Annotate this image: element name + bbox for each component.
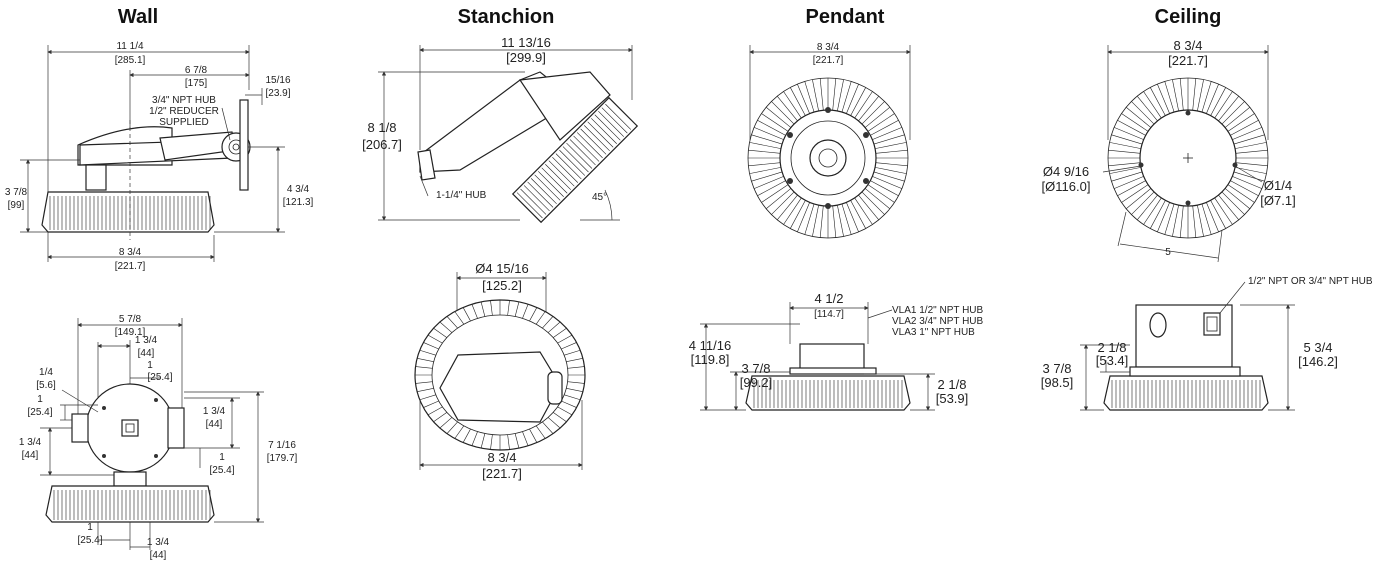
- wall2-g: 1: [87, 522, 93, 533]
- ceiling-dia1-mm: [Ø116.0]: [1042, 179, 1091, 194]
- wall-hub-offset-mm: [175]: [185, 78, 207, 89]
- ceiling-height: 5 3/4: [1304, 340, 1333, 355]
- wall2-e-mm: [44]: [206, 419, 223, 430]
- wall-base-width-mm: [221.7]: [115, 261, 146, 272]
- ceiling-height2-mm: [98.5]: [1041, 375, 1074, 390]
- wall-overall-width: 11 1/4: [116, 41, 143, 52]
- stanchion-side-view: [378, 45, 639, 224]
- wall2-g-mm: [25.4]: [77, 535, 102, 546]
- pendant-height: 4 11/16: [689, 338, 731, 353]
- wall2-f: 1: [219, 452, 225, 463]
- pendant-height3-mm: [53.9]: [936, 391, 969, 406]
- ceiling-dia2-mm: [Ø7.1]: [1260, 193, 1295, 208]
- wall2-height-mm: [179.7]: [267, 453, 298, 464]
- wall2-e: 1 3/4: [203, 406, 226, 417]
- pendant-height-mm: [119.8]: [691, 352, 730, 367]
- title-pendant: Pendant: [806, 6, 885, 28]
- pendant-height2-mm: [99.2]: [740, 375, 773, 390]
- wall2-b: 1: [147, 360, 153, 371]
- stanchion-bottom-view: [414, 272, 586, 470]
- wall-hub-height: 4 3/4: [287, 184, 310, 195]
- pendant-hub-width: 4 1/2: [815, 291, 844, 306]
- pendant-vla3: VLA3 1" NPT HUB: [892, 327, 975, 338]
- wall-overall-width-mm: [285.1]: [115, 55, 146, 66]
- ceiling-height3-mm: [53.4]: [1096, 353, 1129, 368]
- stanchion-width: 11 13/16: [501, 35, 551, 50]
- wall-plate: 15/16: [265, 75, 290, 86]
- wall-side-view: [20, 45, 285, 262]
- stanchion-base-mm: [221.7]: [482, 466, 522, 481]
- wall2-hole: 1/4: [39, 367, 53, 378]
- wall2-c: 1: [37, 394, 43, 405]
- ceiling-width: 8 3/4: [1174, 38, 1203, 53]
- wall-hub-note-2: 1/2" REDUCER: [149, 106, 219, 117]
- wall2-hole-mm: [5.6]: [36, 380, 56, 391]
- wall2-a-mm: [44]: [138, 348, 155, 359]
- wall2-a: 1 3/4: [135, 335, 158, 346]
- wall2-d: 1 3/4: [19, 437, 42, 448]
- wall-height: 3 7/8: [5, 187, 28, 198]
- ceiling-side-view: [1080, 281, 1295, 411]
- ceiling-dia1: Ø4 9/16: [1043, 164, 1089, 179]
- title-stanchion: Stanchion: [458, 6, 555, 28]
- wall2-b-mm: [25.4]: [147, 372, 172, 383]
- pendant-top-view: [747, 45, 911, 239]
- pendant-side-view: [700, 302, 935, 411]
- ceiling-hub-note: 1/2" NPT OR 3/4" NPT HUB: [1248, 276, 1373, 287]
- ceiling-spacing: 5: [1165, 247, 1171, 258]
- wall-base-width: 8 3/4: [119, 247, 142, 258]
- pendant-height3: 2 1/8: [938, 377, 967, 392]
- ceiling-height3: 2 1/8: [1098, 340, 1127, 355]
- wall2-k-mm: [44]: [150, 550, 167, 561]
- ceiling-dia2: Ø1/4: [1264, 178, 1292, 193]
- wall-hub-note-1: 3/4" NPT HUB: [152, 95, 216, 106]
- pendant-height2: 3 7/8: [742, 361, 771, 376]
- pendant-width-mm: [221.7]: [813, 55, 844, 66]
- wall2-width: 5 7/8: [119, 314, 142, 325]
- wall2-width-mm: [149.1]: [115, 327, 146, 338]
- ceiling-height-mm: [146.2]: [1298, 354, 1338, 369]
- ceiling-width-mm: [221.7]: [1168, 53, 1208, 68]
- stanchion-base: 8 3/4: [488, 450, 517, 465]
- stanchion-dia: Ø4 15/16: [475, 261, 529, 276]
- wall-hub-note-3: SUPPLIED: [159, 117, 208, 128]
- stanchion-height: 8 1/8: [368, 120, 397, 135]
- wall-height-mm: [99]: [8, 200, 25, 211]
- wall-plate-mm: [23.9]: [265, 88, 290, 99]
- stanchion-dia-mm: [125.2]: [482, 278, 522, 293]
- wall-front-view: [40, 318, 264, 550]
- wall2-k: 1 3/4: [147, 537, 170, 548]
- ceiling-height2: 3 7/8: [1043, 361, 1072, 376]
- wall-hub-height-mm: [121.3]: [283, 197, 314, 208]
- wall2-f-mm: [25.4]: [209, 465, 234, 476]
- pendant-vla2: VLA2 3/4" NPT HUB: [892, 316, 984, 327]
- stanchion-hub: 1-1/4" HUB: [436, 190, 487, 201]
- stanchion-angle: 45°: [592, 192, 607, 203]
- pendant-hub-width-mm: [114.7]: [814, 309, 844, 320]
- wall2-d-mm: [44]: [22, 450, 39, 461]
- title-ceiling: Ceiling: [1155, 6, 1222, 28]
- stanchion-height-mm: [206.7]: [362, 137, 402, 152]
- title-wall: Wall: [118, 6, 158, 28]
- pendant-vla1: VLA1 1/2" NPT HUB: [892, 305, 984, 316]
- wall2-c-mm: [25.4]: [27, 407, 52, 418]
- wall-hub-offset: 6 7/8: [185, 65, 208, 76]
- pendant-width: 8 3/4: [817, 42, 840, 53]
- ceiling-top-view: [1102, 45, 1269, 263]
- wall2-height: 7 1/16: [268, 440, 296, 451]
- stanchion-width-mm: [299.9]: [506, 50, 546, 65]
